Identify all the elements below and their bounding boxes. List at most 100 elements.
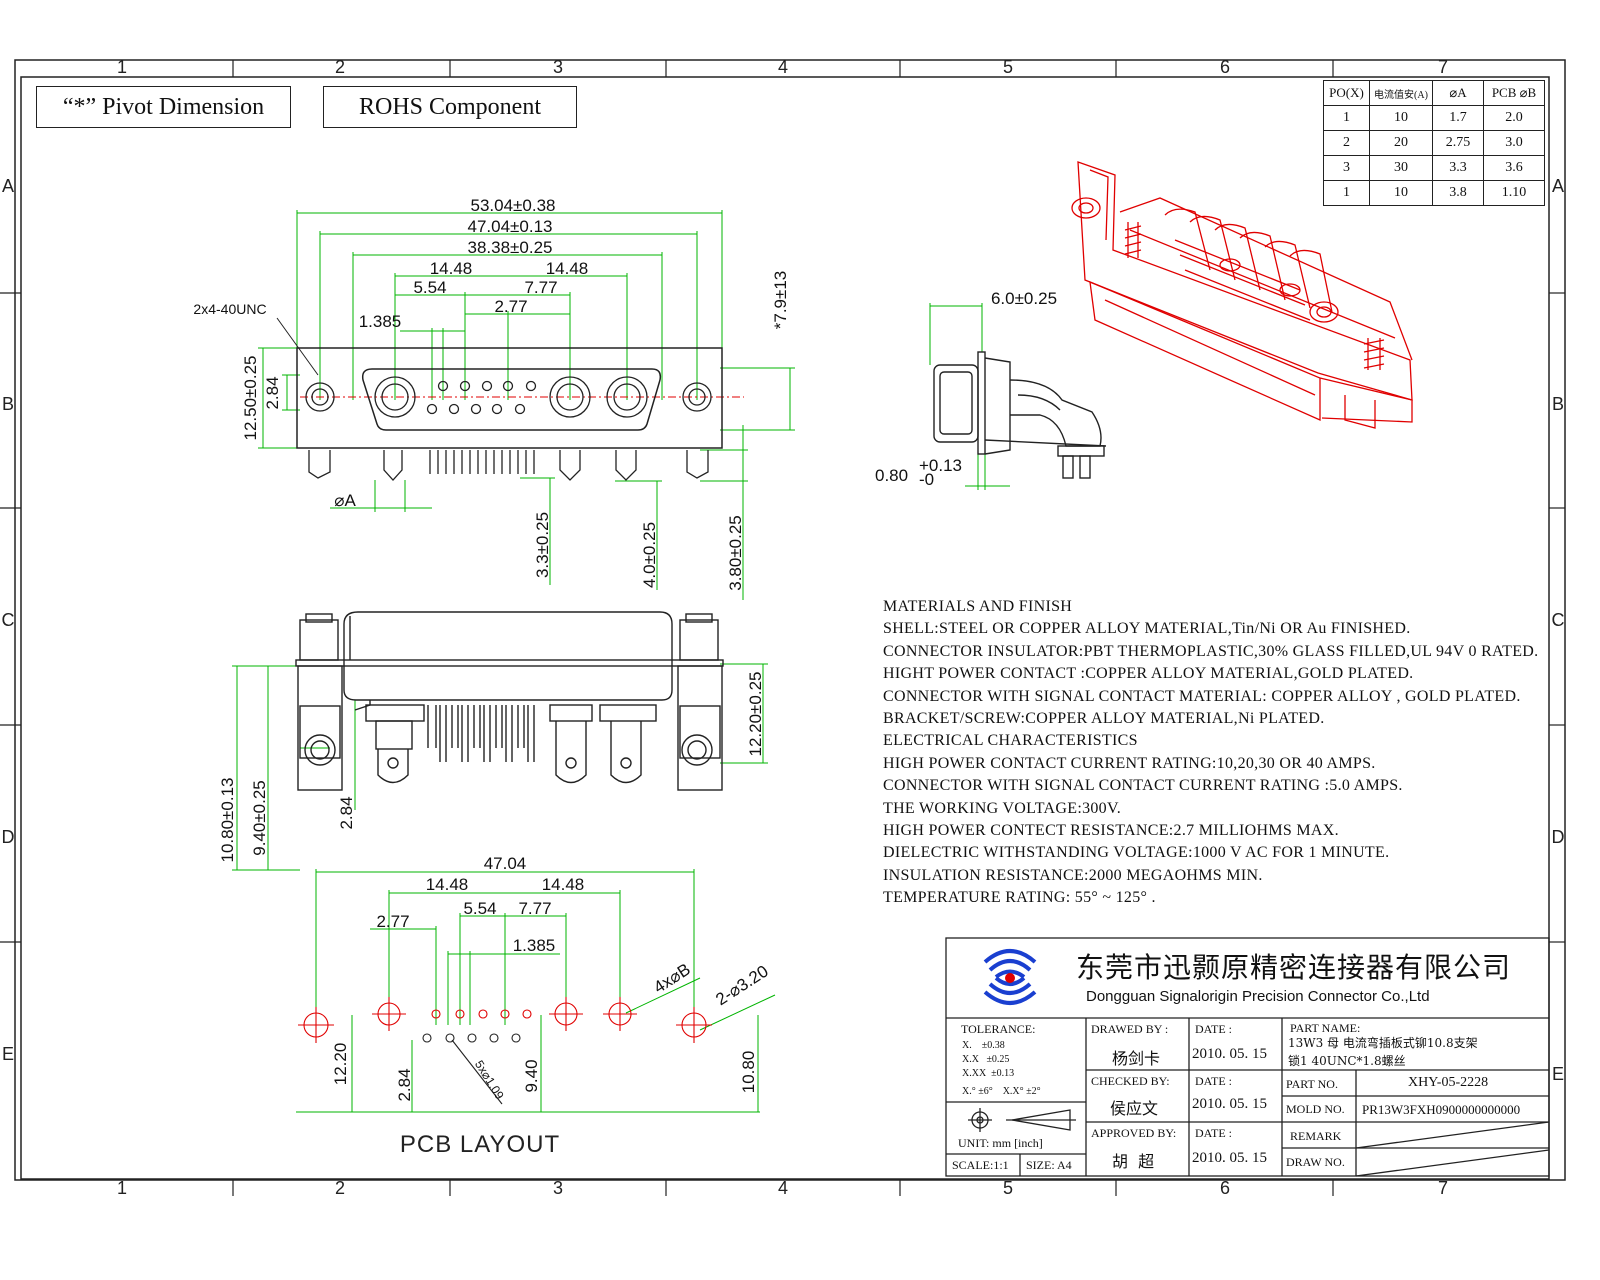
po-col-header: 电流值安(A): [1369, 80, 1433, 106]
table-cell: 1.10: [1483, 180, 1545, 206]
dim-7-77: 7.77: [524, 278, 557, 297]
unit-label: UNIT: mm [inch]: [958, 1136, 1043, 1150]
dim-1-385: 1.385: [359, 312, 402, 331]
table-cell: 2: [1323, 130, 1370, 156]
dim-side-0-80-sub: -0: [919, 470, 934, 489]
size-label: SIZE: A4: [1026, 1158, 1072, 1172]
dim-14-48-left: 14.48: [430, 259, 473, 278]
tolerance-label: TOLERANCE:: [961, 1022, 1036, 1036]
note-line: SHELL:STEEL OR COPPER ALLOY MATERIAL,Tin…: [883, 620, 1411, 638]
dim-phi-a: ⌀A: [334, 491, 356, 510]
pivot-dimension-box: “*” Pivot Dimension: [36, 86, 291, 128]
dim-width-shell: 38.38±0.25: [468, 238, 553, 257]
bottom-view: 12.20±0.25 10.80±0.13 9.40±0.25 2.84: [218, 611, 768, 871]
grid-row-a-right: A: [1552, 176, 1564, 196]
grid-row-c: C: [2, 610, 15, 630]
dim-side-0-80-sup: +0.13: [919, 456, 962, 475]
date-value: 2010. 05. 15: [1192, 1096, 1267, 1112]
table-cell: 30: [1369, 155, 1433, 181]
table-cell: 3.8: [1432, 180, 1484, 206]
dim-pin-3-3: 3.3±0.25: [533, 512, 552, 578]
company-logo: [983, 949, 1037, 1005]
note-line: HIGH POWER CONTACT CURRENT RATING:10,20,…: [883, 754, 1376, 772]
tolerance-row: X.X ±0.25: [962, 1054, 1010, 1065]
pcb-layout: 47.04 14.48 14.48 5.54 7.77 2.77 1.385 4…: [296, 854, 776, 1158]
date-label: DATE :: [1195, 1074, 1232, 1088]
dim-height-12-50: 12.50±0.25: [241, 356, 260, 441]
date-label: DATE :: [1195, 1022, 1232, 1036]
dim-side-0-80: 0.80: [875, 466, 908, 485]
dim-side-6-0: 6.0±0.25: [991, 289, 1057, 308]
note-line: DIELECTRIC WITHSTANDING VOLTAGE:1000 V A…: [883, 844, 1390, 862]
date-value: 2010. 05. 15: [1192, 1150, 1267, 1166]
pcb-dim-14-48-left: 14.48: [426, 875, 469, 894]
company-name-en: Dongguan Signalorigin Precision Connecto…: [1086, 988, 1430, 1005]
pcb-dim-10-80: 10.80: [739, 1051, 758, 1094]
dim-height-7-9: *7.9±13: [771, 271, 790, 330]
grid-col-7: 7: [1438, 57, 1448, 77]
table-cell: 10: [1369, 105, 1433, 131]
note-line: CONNECTOR WITH SIGNAL CONTACT MATERIAL: …: [883, 687, 1521, 705]
dim-5-54: 5.54: [413, 278, 446, 297]
table-row: 3 30 3.3 3.6: [1323, 155, 1545, 181]
table-cell: 2.0: [1483, 105, 1545, 131]
date-value: 2010. 05. 15: [1192, 1046, 1267, 1062]
table-cell: 1.7: [1432, 105, 1484, 131]
table-cell: 1: [1323, 180, 1370, 206]
approved-by-label: APPROVED BY:: [1091, 1126, 1177, 1140]
table-cell: 3.6: [1483, 155, 1545, 181]
part-name-line2: 锁1 40UNC*1.8螺丝: [1288, 1054, 1406, 1068]
remark-label: REMARK: [1290, 1129, 1342, 1143]
table-cell: 10: [1369, 180, 1433, 206]
front-view: 53.04±0.38 47.04±0.13 38.38±0.25 14.48 1…: [193, 196, 795, 600]
materials-notes: MATERIALS AND FINISH SHELL:STEEL OR COPP…: [883, 596, 1538, 910]
grid-row-c-right: C: [1552, 610, 1565, 630]
part-no-value: XHY-05-2228: [1408, 1075, 1489, 1090]
pcb-dim-mount-hole: 2-⌀3.20: [712, 962, 771, 1010]
side-view: 6.0±0.25 0.80 +0.13 -0: [875, 289, 1107, 490]
part-name-label: PART NAME:: [1290, 1021, 1361, 1035]
dim-bottom-9-40: 9.40±0.25: [250, 780, 269, 856]
draw-no-label: DRAW NO.: [1286, 1155, 1345, 1169]
note-line: HIGH POWER CONTECT RESISTANCE:2.7 MILLIO…: [883, 822, 1339, 840]
pcb-dim-signal-holes: 5x⌀1.09: [472, 1058, 507, 1102]
grid-col-2-bottom: 2: [335, 1178, 345, 1198]
table-cell: 2.75: [1432, 130, 1484, 156]
grid-row-b-right: B: [1552, 394, 1564, 414]
grid-row-d: D: [2, 827, 15, 847]
tolerance-angle: X.° ±6° X.X° ±2°: [962, 1086, 1041, 1097]
note-line: HIGHT POWER CONTACT :COPPER ALLOY MATERI…: [883, 665, 1414, 683]
grid-col-1-bottom: 1: [117, 1178, 127, 1198]
title-block-frame: [945, 937, 1550, 1177]
table-row: 1 10 1.7 2.0: [1323, 105, 1545, 131]
isometric-view: [1071, 161, 1413, 429]
grid-col-6: 6: [1220, 57, 1230, 77]
grid-row-e-right: E: [1552, 1064, 1564, 1084]
pcb-dim-7-77: 7.77: [518, 899, 551, 918]
drawn-by-label: DRAWED BY :: [1091, 1022, 1169, 1036]
note-line: THE WORKING VOLTAGE:300V.: [883, 799, 1122, 817]
po-col-header: PCB ⌀B: [1483, 80, 1545, 106]
note-line: CONNECTOR INSULATOR:PBT THERMOPLASTIC,30…: [883, 642, 1539, 660]
note-line: INSULATION RESISTANCE:2000 MEGAOHMS MIN.: [883, 866, 1263, 884]
approved-by-name: 胡 超: [1112, 1152, 1155, 1171]
grid-col-5-bottom: 5: [1003, 1178, 1013, 1198]
checked-by-label: CHECKED BY:: [1091, 1074, 1170, 1088]
table-cell: 1: [1323, 105, 1370, 131]
grid-col-2: 2: [335, 57, 345, 77]
grid-row-a: A: [2, 176, 14, 196]
dim-bottom-2-84: 2.84: [337, 796, 356, 829]
grid-row-b: B: [2, 394, 14, 414]
grid-col-3: 3: [553, 57, 563, 77]
checked-by-name: 侯应文: [1110, 1099, 1159, 1118]
table-row: 2 20 2.75 3.0: [1323, 130, 1545, 156]
po-table: PO(X) 电流值安(A) ⌀A PCB ⌀B 1 10 1.7 2.0 2 2…: [1323, 80, 1545, 206]
pcb-dim-5-54: 5.54: [463, 899, 496, 918]
dim-pin-4-0: 4.0±0.25: [640, 522, 659, 588]
pcb-dim-2-77: 2.77: [376, 912, 409, 931]
pcb-dim-2-84: 2.84: [395, 1068, 414, 1101]
dim-bottom-12-20: 12.20±0.25: [746, 672, 765, 757]
dim-height-2-84: 2.84: [263, 376, 282, 409]
grid-row-e: E: [2, 1044, 14, 1064]
note-line: ELECTRICAL CHARACTERISTICS: [883, 732, 1138, 750]
